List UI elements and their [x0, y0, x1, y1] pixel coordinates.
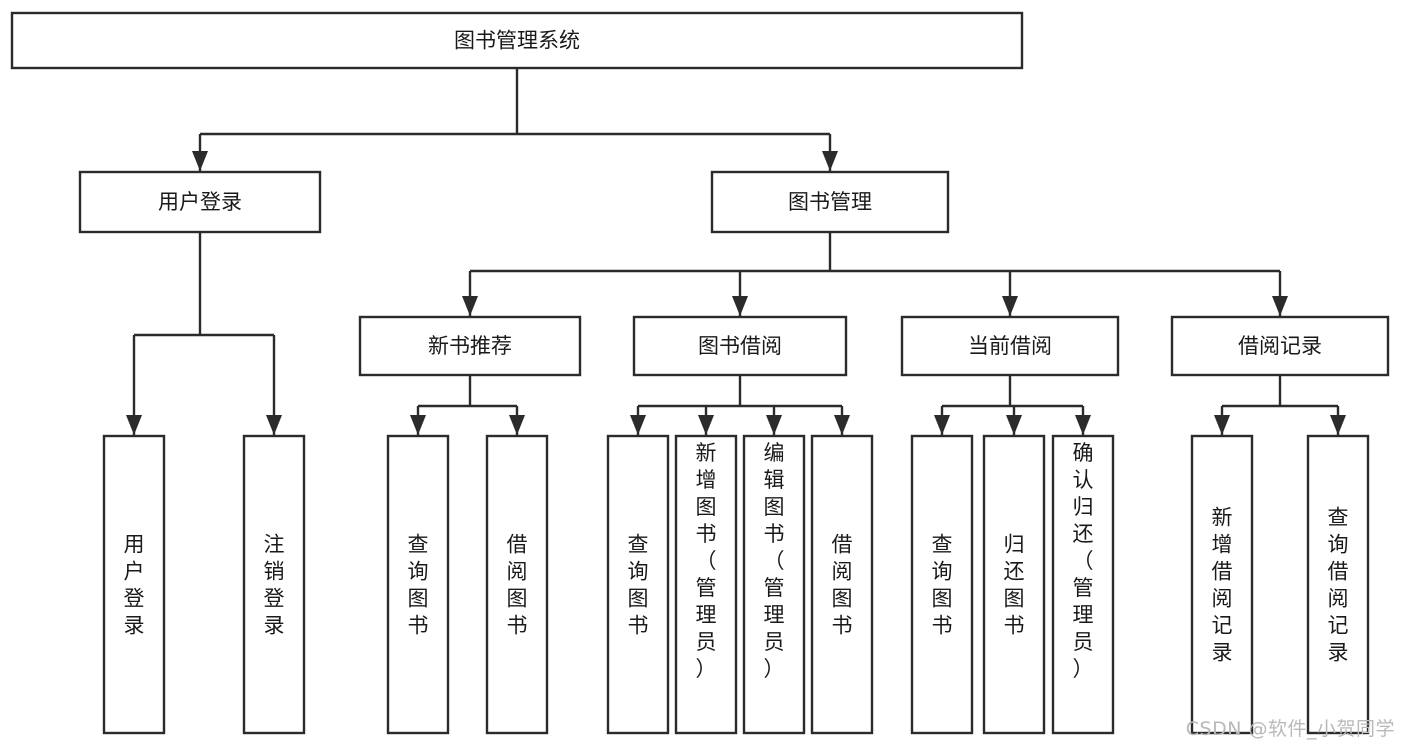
node-leaf-edit-book-admin[interactable]: 编辑图书（管理员）	[742, 434, 806, 735]
node-leaf-borrow-book-recommend-label: 借阅图书	[507, 533, 528, 638]
node-leaf-return-book[interactable]: 归还图书	[982, 434, 1046, 735]
node-root-book-management-system[interactable]: 图书管理系统	[10, 11, 1024, 70]
node-new-book-recommend[interactable]: 新书推荐	[358, 315, 582, 377]
node-root-book-management-system-label: 图书管理系统	[454, 29, 580, 53]
node-leaf-borrow-book[interactable]: 借阅图书	[810, 434, 874, 735]
node-leaf-query-book-recommend-box[interactable]	[386, 434, 450, 735]
node-leaf-query-book-current-box[interactable]	[910, 434, 974, 735]
node-leaf-return-book-label: 归还图书	[1004, 533, 1025, 638]
node-leaf-confirm-return-admin-box[interactable]	[1051, 434, 1115, 735]
node-leaf-user-login-box[interactable]	[102, 434, 166, 735]
node-leaf-query-borrow-record-label: 查询借阅记录	[1328, 506, 1349, 665]
arrow-head-icon	[462, 296, 478, 316]
arrow-head-icon	[822, 151, 838, 171]
arrow-head-icon	[732, 296, 748, 316]
node-leaf-user-login[interactable]: 用户登录	[102, 434, 166, 735]
arrow-head-icon	[509, 415, 525, 435]
node-leaf-user-login-label: 用户登录	[124, 533, 145, 638]
node-leaf-return-book-box[interactable]	[982, 434, 1046, 735]
nodes-layer: 图书管理系统用户登录图书管理新书推荐图书借阅当前借阅借阅记录用户登录注销登录查询…	[10, 11, 1390, 735]
arrow-head-icon	[1214, 415, 1230, 435]
arrow-head-icon	[126, 415, 142, 435]
node-leaf-query-borrow-record[interactable]: 查询借阅记录	[1306, 434, 1370, 735]
node-leaf-add-borrow-record-label: 新增借阅记录	[1212, 506, 1233, 665]
node-leaf-add-book-admin[interactable]: 新增图书（管理员）	[674, 434, 738, 735]
node-book-management-box[interactable]	[710, 170, 950, 234]
node-root-book-management-system-box[interactable]	[10, 11, 1024, 70]
node-leaf-borrow-book-recommend-box[interactable]	[485, 434, 549, 735]
node-user-login-box[interactable]	[78, 170, 322, 234]
node-leaf-user-logout-label: 注销登录	[264, 533, 285, 638]
node-leaf-user-logout[interactable]: 注销登录	[242, 434, 306, 735]
arrow-head-icon	[1006, 415, 1022, 435]
node-leaf-add-borrow-record[interactable]: 新增借阅记录	[1190, 434, 1254, 735]
node-borrow-record-label: 借阅记录	[1238, 334, 1322, 358]
node-book-borrow[interactable]: 图书借阅	[632, 315, 848, 377]
node-current-borrow-box[interactable]	[900, 315, 1120, 377]
node-leaf-confirm-return-admin[interactable]: 确认归还（管理员）	[1051, 434, 1115, 735]
connectors-layer	[126, 68, 1346, 435]
arrow-head-icon	[1002, 296, 1018, 316]
node-book-management-label: 图书管理	[788, 190, 872, 214]
node-leaf-query-book-recommend-label: 查询图书	[408, 533, 429, 638]
node-leaf-borrow-book-label: 借阅图书	[832, 533, 853, 638]
node-user-login-label: 用户登录	[158, 190, 242, 214]
node-leaf-user-logout-box[interactable]	[242, 434, 306, 735]
node-borrow-record-box[interactable]	[1170, 315, 1390, 377]
arrow-head-icon	[410, 415, 426, 435]
node-leaf-edit-book-admin-label: 编辑图书（管理员）	[764, 441, 785, 681]
arrow-head-icon	[266, 415, 282, 435]
node-leaf-query-book-borrow[interactable]: 查询图书	[606, 434, 670, 735]
node-leaf-borrow-book-box[interactable]	[810, 434, 874, 735]
arrow-head-icon	[934, 415, 950, 435]
node-leaf-query-book-current-label: 查询图书	[932, 533, 953, 638]
arrow-head-icon	[192, 151, 208, 171]
arrow-head-icon	[834, 415, 850, 435]
node-new-book-recommend-box[interactable]	[358, 315, 582, 377]
node-leaf-edit-book-admin-box[interactable]	[742, 434, 806, 735]
node-borrow-record[interactable]: 借阅记录	[1170, 315, 1390, 377]
node-book-borrow-box[interactable]	[632, 315, 848, 377]
node-leaf-query-book-borrow-label: 查询图书	[628, 533, 649, 638]
node-leaf-add-borrow-record-box[interactable]	[1190, 434, 1254, 735]
node-book-borrow-label: 图书借阅	[698, 334, 782, 358]
node-leaf-query-borrow-record-box[interactable]	[1306, 434, 1370, 735]
node-user-login[interactable]: 用户登录	[78, 170, 322, 234]
arrow-head-icon	[698, 415, 714, 435]
node-leaf-add-book-admin-box[interactable]	[674, 434, 738, 735]
arrow-head-icon	[1075, 415, 1091, 435]
arrow-head-icon	[1272, 296, 1288, 316]
arrow-head-icon	[766, 415, 782, 435]
node-leaf-query-book-borrow-box[interactable]	[606, 434, 670, 735]
node-current-borrow-label: 当前借阅	[968, 334, 1052, 358]
node-book-management[interactable]: 图书管理	[710, 170, 950, 234]
arrow-head-icon	[1330, 415, 1346, 435]
node-leaf-confirm-return-admin-label: 确认归还（管理员）	[1073, 441, 1094, 681]
node-leaf-add-book-admin-label: 新增图书（管理员）	[696, 441, 717, 681]
node-current-borrow[interactable]: 当前借阅	[900, 315, 1120, 377]
arrow-head-icon	[630, 415, 646, 435]
node-leaf-query-book-current[interactable]: 查询图书	[910, 434, 974, 735]
node-new-book-recommend-label: 新书推荐	[428, 334, 512, 358]
node-leaf-borrow-book-recommend[interactable]: 借阅图书	[485, 434, 549, 735]
node-leaf-query-book-recommend[interactable]: 查询图书	[386, 434, 450, 735]
